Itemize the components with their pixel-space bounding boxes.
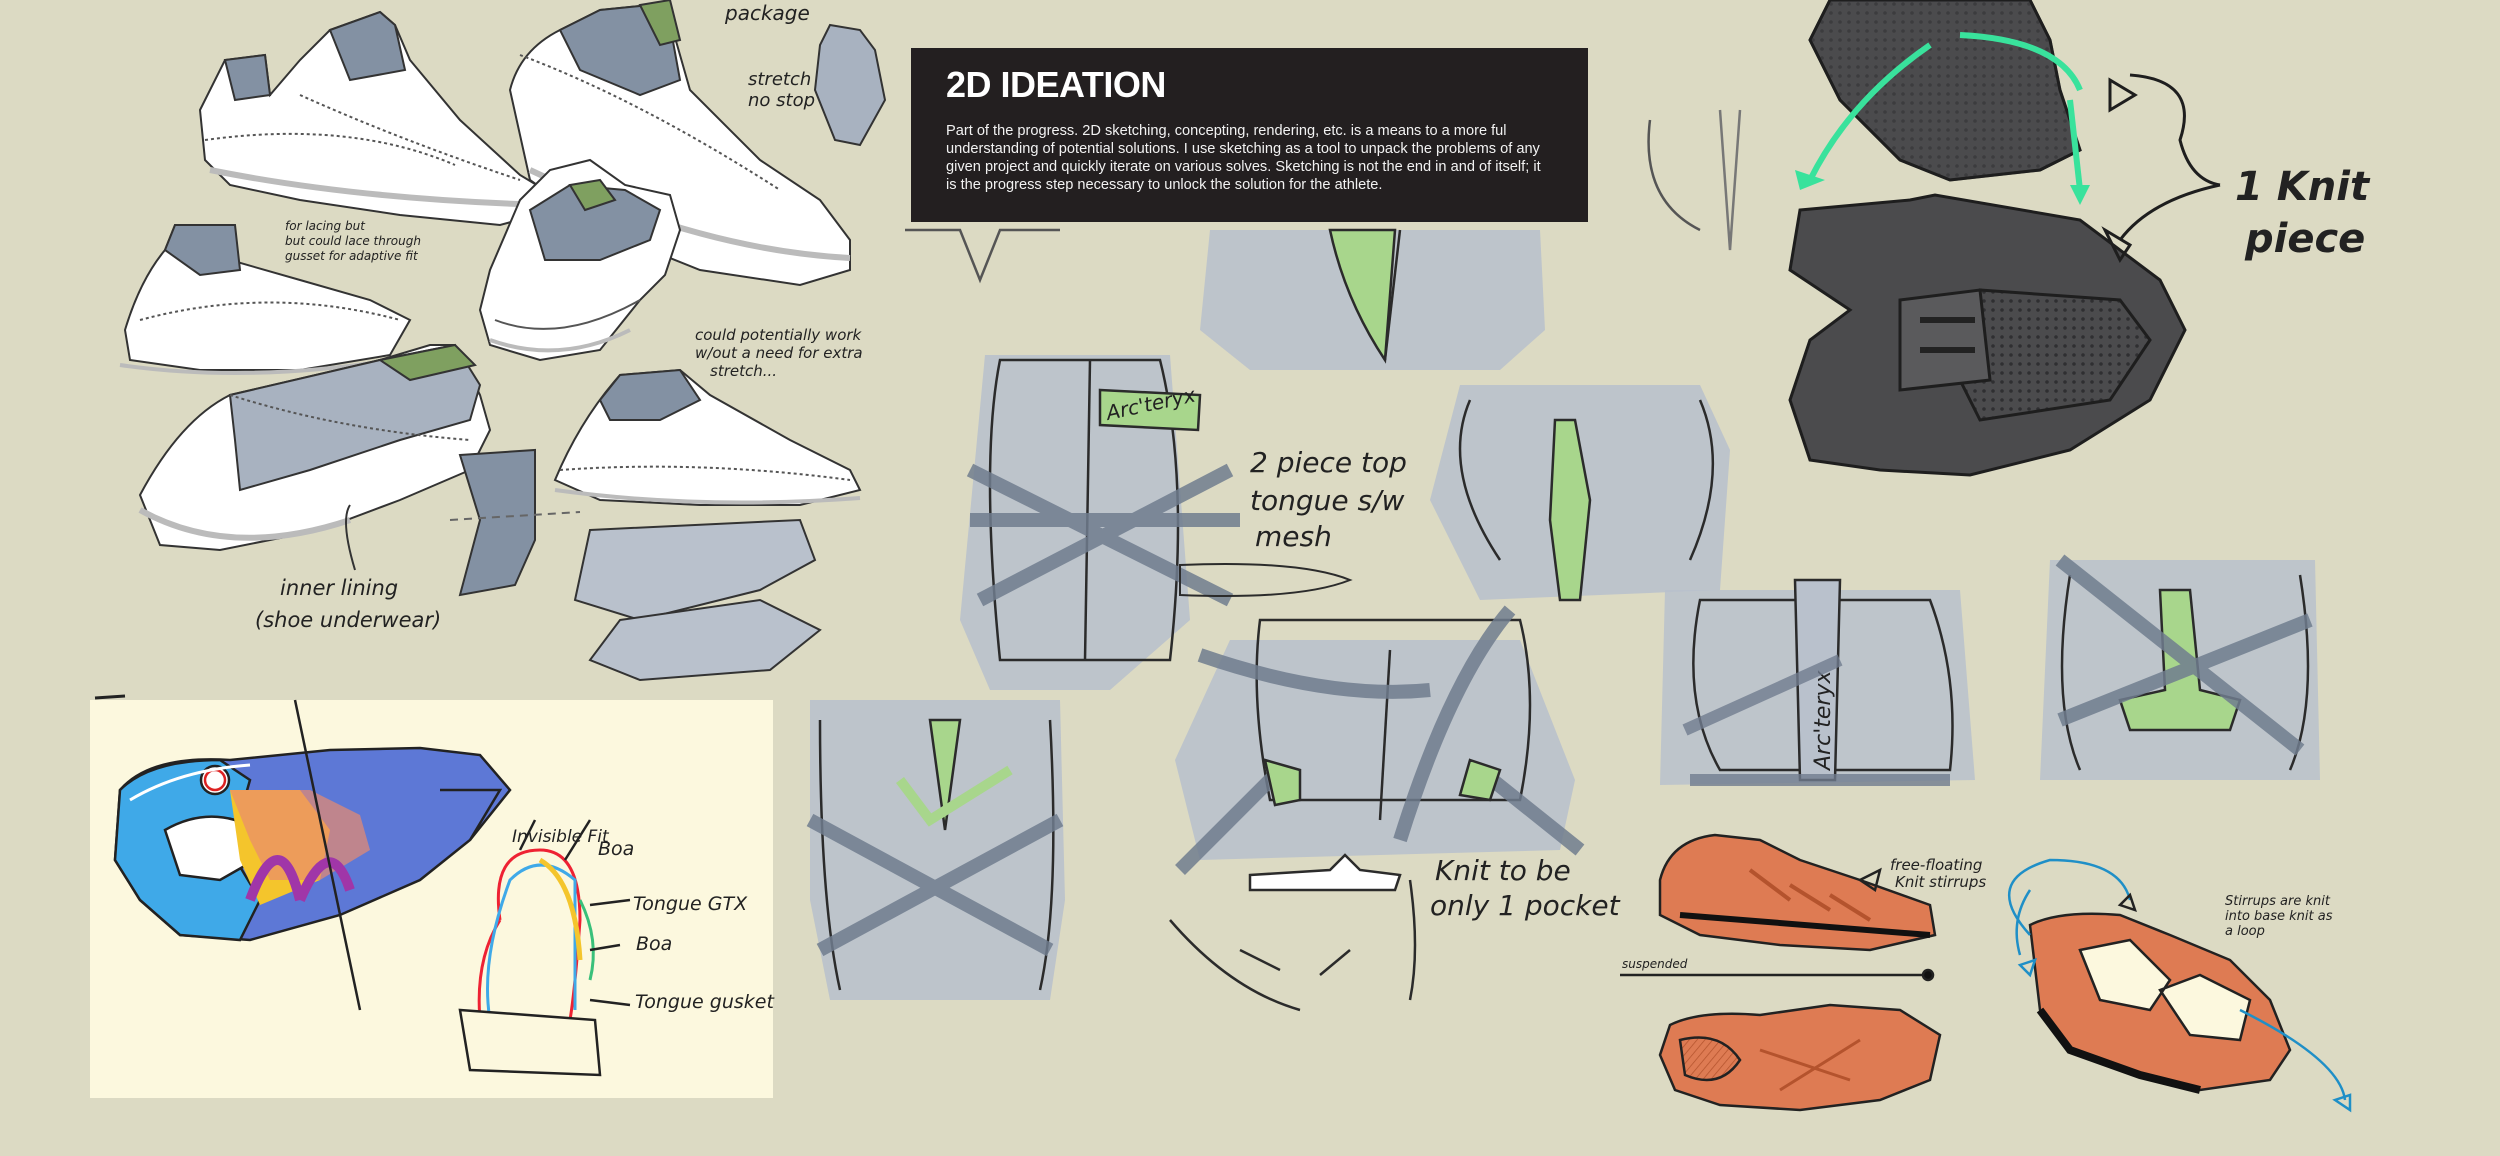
pattern-piece-1 <box>458 448 536 597</box>
note-work-3: stretch... <box>710 362 777 380</box>
note-tongue-2: tongue s/w <box>1250 484 1405 517</box>
note-work-2: w/out a need for extra <box>695 344 863 362</box>
color-render-panel: Invisible Fit Boa Tongue GTX Boa Tongue … <box>90 694 775 1098</box>
note-boa-2: Boa <box>636 933 672 955</box>
note-stirrups-3: a loop <box>2225 924 2265 939</box>
ideation-info-box: 2D IDEATION Part of the progress. 2D ske… <box>911 48 1588 222</box>
note-tongue-1: 2 piece top <box>1250 446 1407 479</box>
pattern-piece-3 <box>588 598 822 682</box>
cross-section-diagram <box>458 819 631 1077</box>
tongue-sketches: Arc'teryx Arc'teryx <box>806 109 2320 1012</box>
shoe-sketch-1 <box>198 10 557 227</box>
note-stirrups-1: Stirrups are knit <box>2225 894 2331 909</box>
annotations-center: 2 piece top tongue s/w mesh Knit to be o… <box>1250 446 1621 922</box>
note-tongue-gusket: Tongue gusket <box>635 991 775 1013</box>
note-liner-1: inner lining <box>280 576 398 600</box>
note-lacing-1: for lacing but <box>285 219 366 233</box>
note-knit-1: 1 Knit <box>2235 164 2371 210</box>
shoe-sketch-3 <box>478 158 682 362</box>
note-free-1: free-floating <box>1890 856 1982 874</box>
note-invisible-fit: Invisible Fit <box>512 827 610 847</box>
note-boa-1: Boa <box>598 838 634 860</box>
knit-piece-render <box>1788 0 2221 477</box>
note-lacing-3: gusset for adaptive fit <box>285 249 419 263</box>
annotations-knit: 1 Knit piece <box>2235 164 2371 262</box>
note-stretch-1: stretch <box>748 69 811 90</box>
brand-tag-2: Arc'teryx <box>1811 670 1836 772</box>
note-tongue-gtx: Tongue GTX <box>633 893 748 915</box>
note-free-2: Knit stirrups <box>1895 873 1986 891</box>
note-stirrups-2: into base knit as <box>2225 909 2333 924</box>
shoe-sketch-5 <box>138 343 492 552</box>
annotations-left: package stretch no stop for lacing but b… <box>255 1 863 632</box>
note-pocket-2: only 1 pocket <box>1430 889 1621 922</box>
note-package: package <box>724 1 810 25</box>
shoe-sketch-group-left <box>119 0 887 682</box>
shoe-sketch-6 <box>553 368 862 506</box>
note-lacing-2: but could lace through <box>285 234 421 248</box>
section-title: 2D IDEATION <box>946 64 1166 105</box>
note-work-1: could potentially work <box>695 326 863 344</box>
section-description: Part of the progress. 2D sketching, conc… <box>946 123 1541 193</box>
sole-blade-sketch <box>813 23 887 147</box>
note-tongue-3: mesh <box>1255 520 1332 553</box>
note-liner-2: (shoe underwear) <box>255 608 441 632</box>
note-knit-2: piece <box>2244 216 2365 262</box>
note-pocket-1: Knit to be <box>1435 854 1571 887</box>
note-suspended: suspended <box>1622 957 1688 971</box>
pattern-piece-2 <box>573 518 817 622</box>
annotations-orange: free-floating Knit stirrups suspended St… <box>1622 856 2333 971</box>
orange-shoe-sketches <box>1620 833 2352 1113</box>
note-stretch-2: no stop <box>748 90 815 111</box>
